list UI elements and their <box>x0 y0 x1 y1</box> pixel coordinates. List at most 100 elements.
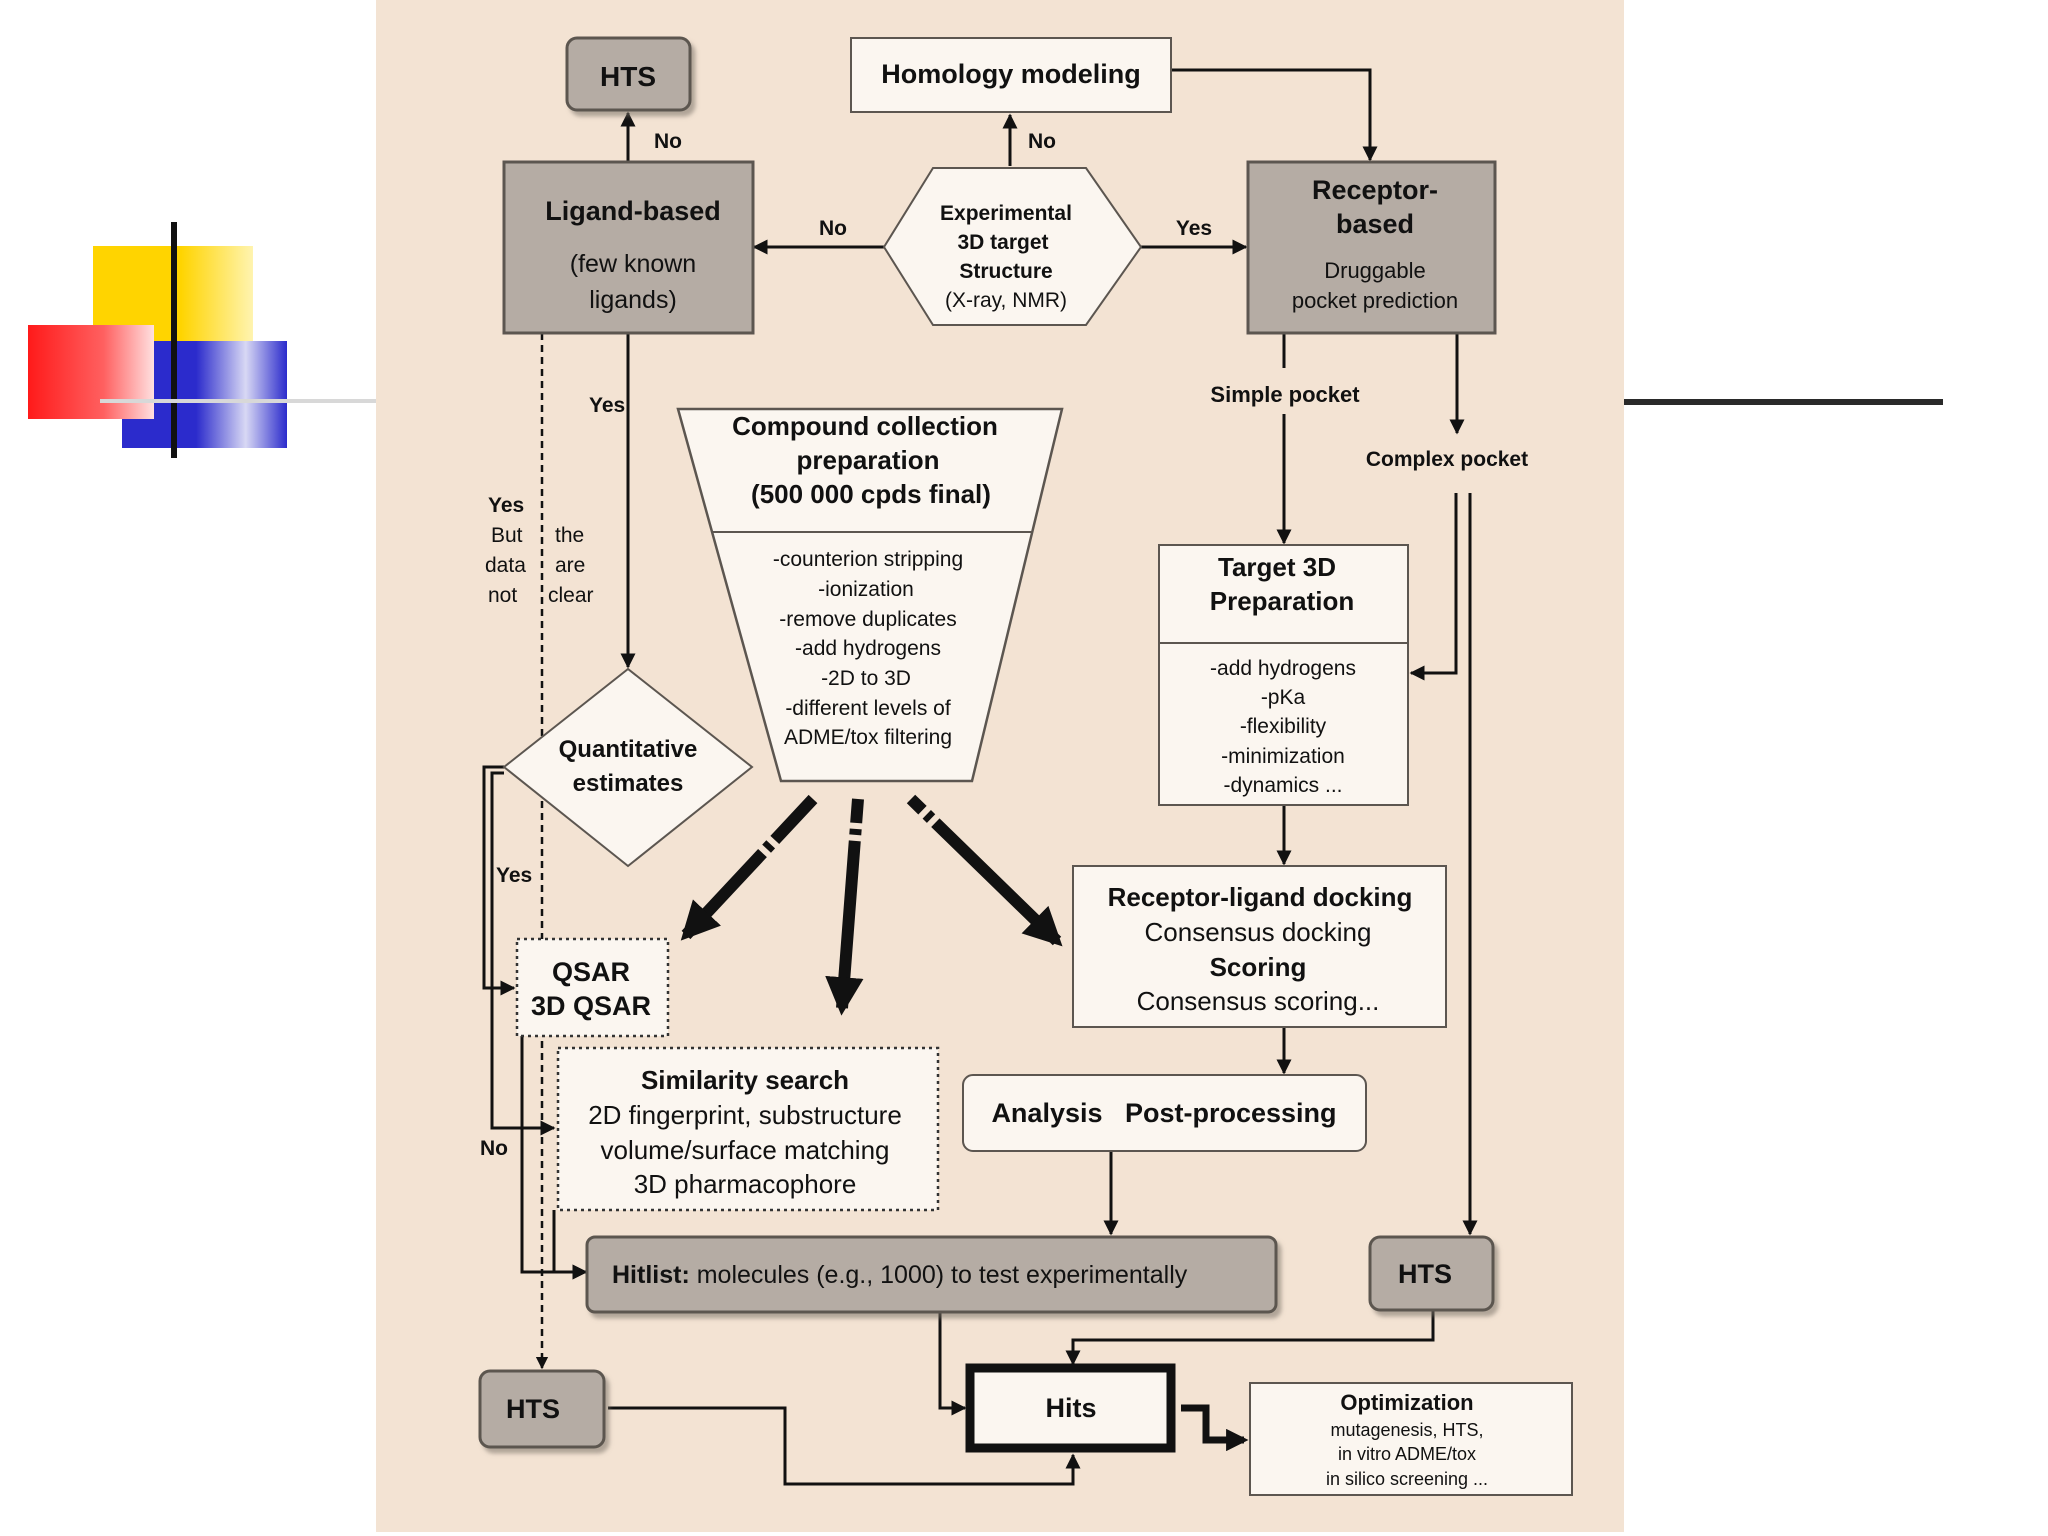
arrow-complex-to-target <box>1409 493 1458 681</box>
target3d-step: -add hydrogens <box>1210 657 1356 680</box>
no-homology-label: No <box>1028 130 1056 153</box>
optimization-l4: in silico screening ... <box>1326 1469 1488 1489</box>
hts-bottom-box <box>478 1369 606 1449</box>
compound-step: -add hydrogens <box>795 637 941 660</box>
hitlist-box <box>585 1235 1278 1314</box>
qsar-box <box>515 937 670 1038</box>
compound-step: -different levels of <box>785 697 951 720</box>
hts-top-box <box>565 36 692 112</box>
target3d-step: -dynamics ... <box>1223 774 1342 797</box>
quant-l1: Quantitative <box>559 736 698 763</box>
target3d-step: -pKa <box>1261 686 1306 709</box>
yes-but-l5: are <box>555 554 585 577</box>
target3d-box <box>1158 544 1409 806</box>
flowchart-panel: HTS Homology modeling No No Ligand-based… <box>376 0 1624 1532</box>
no-similarity-label: No <box>480 1137 508 1160</box>
compound-title-1: Compound collection <box>732 411 998 441</box>
similarity-l1: Similarity search <box>641 1065 849 1095</box>
funnel-arrow-to-qsar <box>680 794 818 941</box>
no-ligand-label: No <box>819 217 847 240</box>
compound-funnel <box>676 407 1064 783</box>
arrow-quant-to-qsar <box>482 765 516 996</box>
deco-vertical-bar <box>171 222 177 458</box>
deco-horizontal-line-right <box>1624 399 1943 405</box>
experimental-l2: 3D target <box>957 231 1048 254</box>
target3d-title-1: Target 3D <box>1218 552 1336 582</box>
similarity-l3: volume/surface matching <box>600 1135 889 1165</box>
arrow-hitlist-to-hits <box>938 1312 967 1416</box>
ligand-sub1: (few known <box>570 250 696 278</box>
quantitative-diamond <box>502 667 754 868</box>
target3d-title-2: Preparation <box>1210 586 1355 616</box>
experimental-l3: Structure <box>959 260 1052 283</box>
receptor-l4: pocket prediction <box>1292 288 1458 313</box>
yes-but-l7: clear <box>548 584 594 607</box>
ligand-sub2: ligands) <box>589 286 677 314</box>
quant-l2: estimates <box>573 770 684 797</box>
simple-pocket-label: Simple pocket <box>1210 382 1360 407</box>
docking-l3: Scoring <box>1210 952 1307 982</box>
docking-l2: Consensus docking <box>1145 917 1372 947</box>
optimization-l3: in vitro ADME/tox <box>1338 1444 1476 1464</box>
compound-step: -ionization <box>818 578 914 601</box>
hts-top-label: HTS <box>600 61 656 92</box>
ligand-title: Ligand-based <box>545 196 721 226</box>
yes-but-l4: data <box>485 554 526 577</box>
similarity-l2: 2D fingerprint, substructure <box>588 1100 902 1130</box>
hits-box <box>965 1363 1176 1453</box>
analysis-box <box>962 1074 1367 1152</box>
ligand-based-box <box>502 160 755 335</box>
receptor-l1: Receptor- <box>1312 175 1438 205</box>
complex-pocket-label: Complex pocket <box>1366 448 1528 471</box>
compound-step: -counterion stripping <box>773 548 963 571</box>
optimization-l1: Optimization <box>1340 1390 1473 1415</box>
yes-but-l1: Yes <box>488 494 524 517</box>
receptor-l2: based <box>1336 209 1414 239</box>
arrow-hts-right-to-hits <box>1065 1310 1435 1366</box>
compound-title-3: (500 000 cpds final) <box>751 479 991 509</box>
no-hts-label: No <box>654 130 682 153</box>
receptor-based-box <box>1246 160 1497 335</box>
docking-l1: Receptor-ligand docking <box>1108 882 1413 912</box>
optimization-l2: mutagenesis, HTS, <box>1330 1420 1483 1440</box>
qsar-l2: 3D QSAR <box>531 991 651 1021</box>
yes-quant-label: Yes <box>589 394 625 417</box>
hts-bottom-label: HTS <box>506 1394 560 1424</box>
funnel-arrow-to-docking <box>906 794 1063 947</box>
hitlist-rest: molecules (e.g., 1000) to test experimen… <box>690 1261 1188 1289</box>
target3d-step: -flexibility <box>1240 715 1327 738</box>
analysis-label: Analysis Post-processing <box>991 1098 1336 1128</box>
arrow-hts-bottom-to-hits <box>608 1406 1081 1486</box>
yes-qsar-label: Yes <box>496 864 532 887</box>
funnel-arrow-to-similarity <box>825 798 864 1016</box>
yes-but-l6: not <box>488 584 517 607</box>
hits-label: Hits <box>1045 1393 1096 1423</box>
receptor-l3: Druggable <box>1324 258 1426 283</box>
arrow-similarity-to-hitlist <box>552 1210 588 1280</box>
yes-but-l2: But <box>491 524 523 547</box>
hts-right-box <box>1368 1235 1495 1312</box>
experimental-hexagon <box>882 167 1143 326</box>
optimization-box <box>1249 1382 1573 1496</box>
deco-red-square <box>28 325 154 419</box>
qsar-l1: QSAR <box>552 957 630 987</box>
docking-l4: Consensus scoring... <box>1137 986 1380 1016</box>
similarity-box <box>556 1046 940 1212</box>
hitlist-label: Hitlist: molecules (e.g., 1000) to test … <box>612 1261 1188 1289</box>
docking-box <box>1072 865 1447 1028</box>
compound-title-2: preparation <box>796 445 939 475</box>
hts-right-label: HTS <box>1398 1259 1452 1289</box>
yes-but-l3: the <box>555 524 584 547</box>
target3d-step: -minimization <box>1221 745 1345 768</box>
experimental-l4: (X-ray, NMR) <box>945 289 1067 312</box>
homology-box <box>850 37 1172 113</box>
compound-step: -remove duplicates <box>779 608 956 631</box>
deco-horizontal-line-left <box>100 399 378 403</box>
arrow-hits-to-optimization <box>1181 1404 1249 1452</box>
homology-label: Homology modeling <box>881 59 1141 89</box>
similarity-l4: 3D pharmacophore <box>634 1169 857 1199</box>
arrow-homology-to-receptor <box>1171 68 1378 162</box>
hitlist-bold: Hitlist: <box>612 1261 690 1289</box>
